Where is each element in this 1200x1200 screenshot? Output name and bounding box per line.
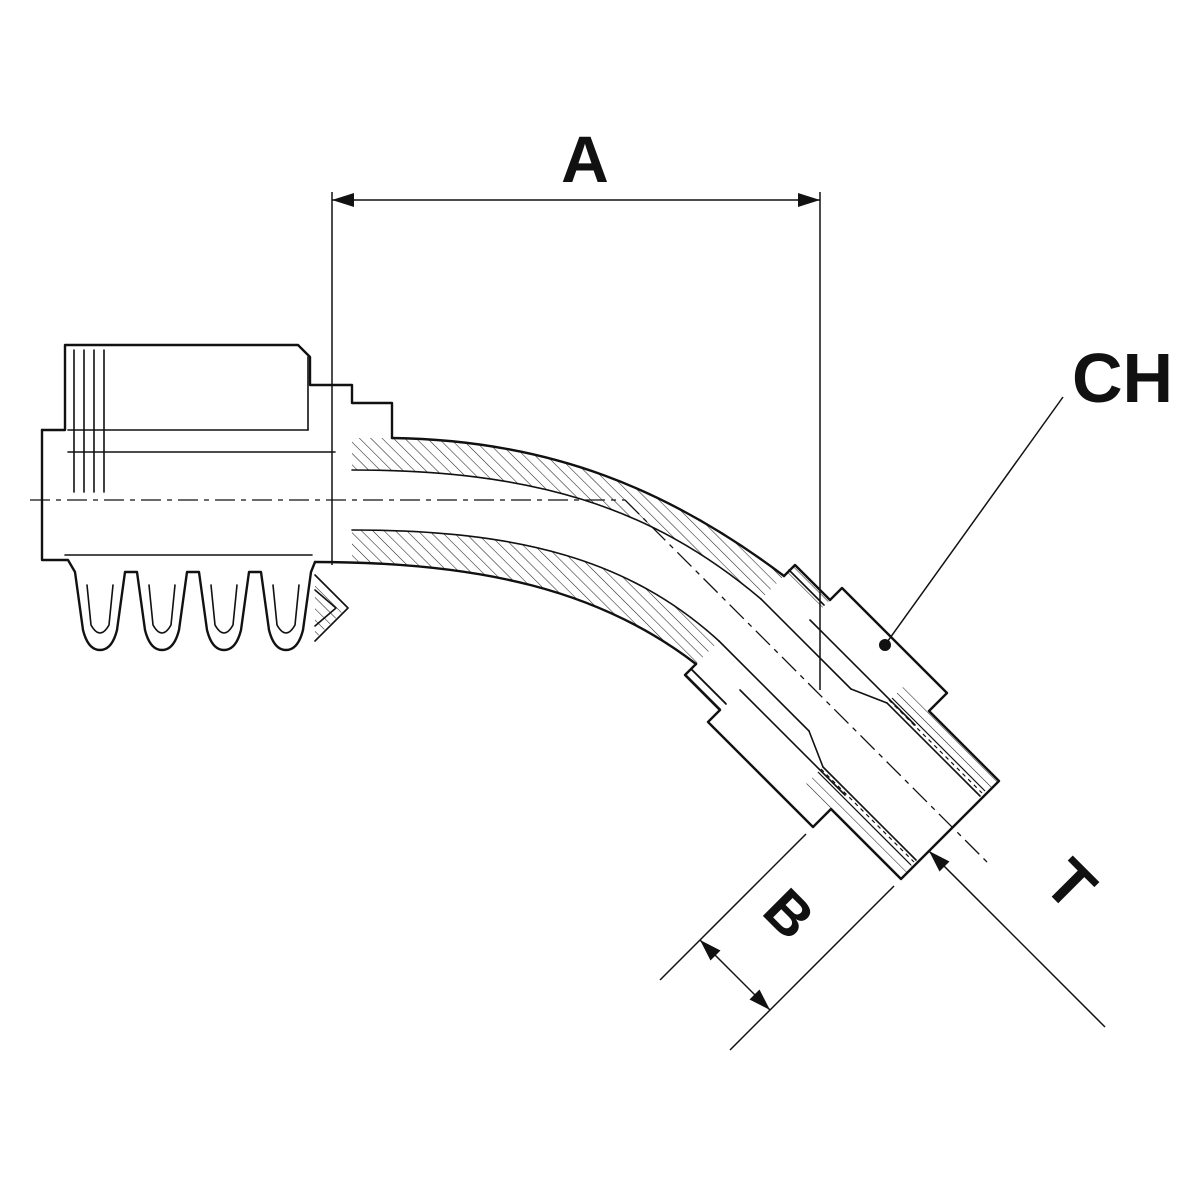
ch-label: CH [1072, 339, 1173, 417]
elbow-tube [313, 436, 786, 666]
ferrule-serrations [73, 349, 105, 493]
ch-callout: CH [879, 339, 1173, 651]
arrowhead-b-lower-icon [749, 989, 770, 1010]
dimension-a: A [331, 122, 821, 690]
dimension-t: T [928, 845, 1110, 1028]
centerline [30, 499, 991, 866]
swivel-nut [683, 563, 1001, 881]
ferrule [40, 343, 394, 652]
dimension-b: B [659, 833, 895, 1051]
ch-leader-dot-icon [879, 639, 891, 651]
thread-lines [817, 697, 986, 866]
dimension-b-label: B [751, 876, 827, 952]
arrowhead-left-icon [332, 193, 354, 207]
arrowhead-t-icon [929, 851, 950, 872]
section-hatching [315, 438, 999, 879]
arrowhead-b-upper-icon [700, 940, 721, 961]
dimension-t-label: T [1031, 845, 1110, 924]
dimension-a-label: A [561, 122, 609, 196]
arrowhead-right-icon [798, 193, 820, 207]
